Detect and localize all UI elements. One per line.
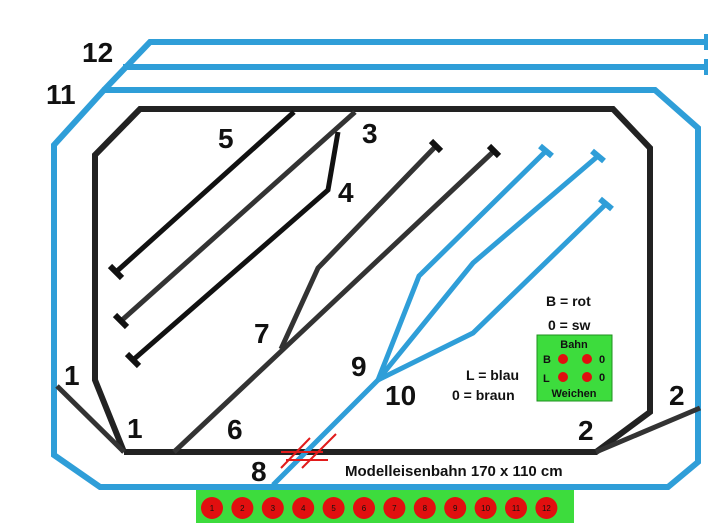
track-12-line xyxy=(101,39,706,93)
label-track-7: 7 xyxy=(254,318,270,349)
control-box-title: Bahn xyxy=(560,339,588,351)
track-button-label: 8 xyxy=(423,504,428,513)
track-1-connector xyxy=(55,384,126,454)
layout-caption: Modelleisenbahn 170 x 110 cm xyxy=(345,463,563,480)
track-button-3[interactable]: 3 xyxy=(261,497,284,519)
control-button-l2[interactable] xyxy=(582,372,592,382)
track-2-connector xyxy=(595,405,701,455)
track-button-2[interactable]: 2 xyxy=(231,497,254,519)
label-track-10: 10 xyxy=(385,380,416,411)
track-button-circle[interactable] xyxy=(231,497,254,519)
control-button-b2[interactable] xyxy=(582,354,592,364)
track-button-label: 7 xyxy=(392,504,397,513)
inner-loop-track xyxy=(92,106,653,455)
control-row1-right: 0 xyxy=(599,354,605,366)
label-track-1-outer: 1 xyxy=(64,360,80,391)
track-button-label: 11 xyxy=(512,504,521,513)
track-button-label: 12 xyxy=(542,504,551,513)
track-button-circle[interactable] xyxy=(201,497,223,519)
track-button-label: 2 xyxy=(240,504,245,513)
track-button-9[interactable]: 9 xyxy=(444,497,467,519)
label-track-3: 3 xyxy=(362,118,378,149)
label-track-4: 4 xyxy=(338,177,354,208)
track-button-7[interactable]: 7 xyxy=(383,497,406,519)
siding-5 xyxy=(114,110,296,274)
legend-b-rot: B = rot xyxy=(546,293,591,309)
track-9-end-stop xyxy=(538,143,554,159)
track-7-branch xyxy=(278,144,438,351)
track-button-circle[interactable] xyxy=(383,497,406,519)
track-button-5[interactable]: 5 xyxy=(322,497,345,519)
track-6-branch xyxy=(172,149,496,454)
track-button-circle[interactable] xyxy=(322,497,345,519)
track-button-circle[interactable] xyxy=(505,497,527,519)
track-button-6[interactable]: 6 xyxy=(353,497,375,519)
track-button-label: 6 xyxy=(362,504,367,513)
track-button-circle[interactable] xyxy=(261,497,284,519)
track-button-circle[interactable] xyxy=(444,497,467,519)
label-track-6: 6 xyxy=(227,414,243,445)
switch-control-box: Bahn B 0 L 0 Weichen xyxy=(536,334,613,402)
track-button-label: 9 xyxy=(453,504,458,513)
track-button-circle[interactable] xyxy=(353,497,375,519)
control-row2-left: L xyxy=(543,373,550,385)
track-button-10[interactable]: 10 xyxy=(474,497,497,519)
label-track-2-inner: 2 xyxy=(578,415,594,446)
siding-3 xyxy=(131,131,341,362)
legend-zero-sw: 0 = sw xyxy=(548,317,591,333)
track-button-circle[interactable] xyxy=(413,497,436,519)
label-track-2-outer: 2 xyxy=(669,380,685,411)
track-button-1[interactable]: 1 xyxy=(201,497,223,519)
track-10b-end-stop xyxy=(598,196,614,212)
track-button-8[interactable]: 8 xyxy=(413,497,436,519)
legend-zero-braun: 0 = braun xyxy=(452,387,515,403)
track-10a-branch xyxy=(376,154,600,382)
siding-5-stop xyxy=(107,263,125,281)
track-10a-end-stop xyxy=(590,148,606,164)
control-box-footer: Weichen xyxy=(551,388,596,400)
control-row2-right: 0 xyxy=(599,372,605,384)
control-button-l1[interactable] xyxy=(558,372,568,382)
track-button-11[interactable]: 11 xyxy=(505,497,527,519)
control-row1-left: B xyxy=(543,354,551,366)
track-6-end-stop xyxy=(486,143,502,159)
crossing-mark xyxy=(280,433,337,469)
track-button-12[interactable]: 12 xyxy=(535,497,558,519)
track-button-4[interactable]: 4 xyxy=(292,497,315,519)
label-track-11: 11 xyxy=(46,79,76,110)
siding-4 xyxy=(119,110,357,323)
track-button-label: 10 xyxy=(481,504,490,513)
legend-l-blau: L = blau xyxy=(466,367,519,383)
track-button-label: 1 xyxy=(210,504,215,513)
track-7-end-stop xyxy=(428,138,444,154)
track-button-label: 3 xyxy=(271,504,276,513)
label-track-12: 12 xyxy=(82,37,113,68)
label-track-9: 9 xyxy=(351,351,367,382)
siding-4-stop xyxy=(112,312,130,330)
siding-3-stop xyxy=(124,351,142,369)
track-10b-branch xyxy=(376,202,608,383)
control-button-b1[interactable] xyxy=(558,354,568,364)
track-button-circle[interactable] xyxy=(292,497,315,519)
track-button-label: 5 xyxy=(331,504,336,513)
track-button-circle[interactable] xyxy=(535,497,558,519)
track-button-label: 4 xyxy=(301,504,306,513)
track-9-branch xyxy=(375,149,548,381)
track-button-circle[interactable] xyxy=(474,497,497,519)
track-8-main xyxy=(271,378,380,487)
track-11-outer-loop xyxy=(51,87,701,490)
label-track-1-inner: 1 xyxy=(127,413,143,444)
label-track-5: 5 xyxy=(218,123,234,154)
label-track-8: 8 xyxy=(251,456,267,487)
